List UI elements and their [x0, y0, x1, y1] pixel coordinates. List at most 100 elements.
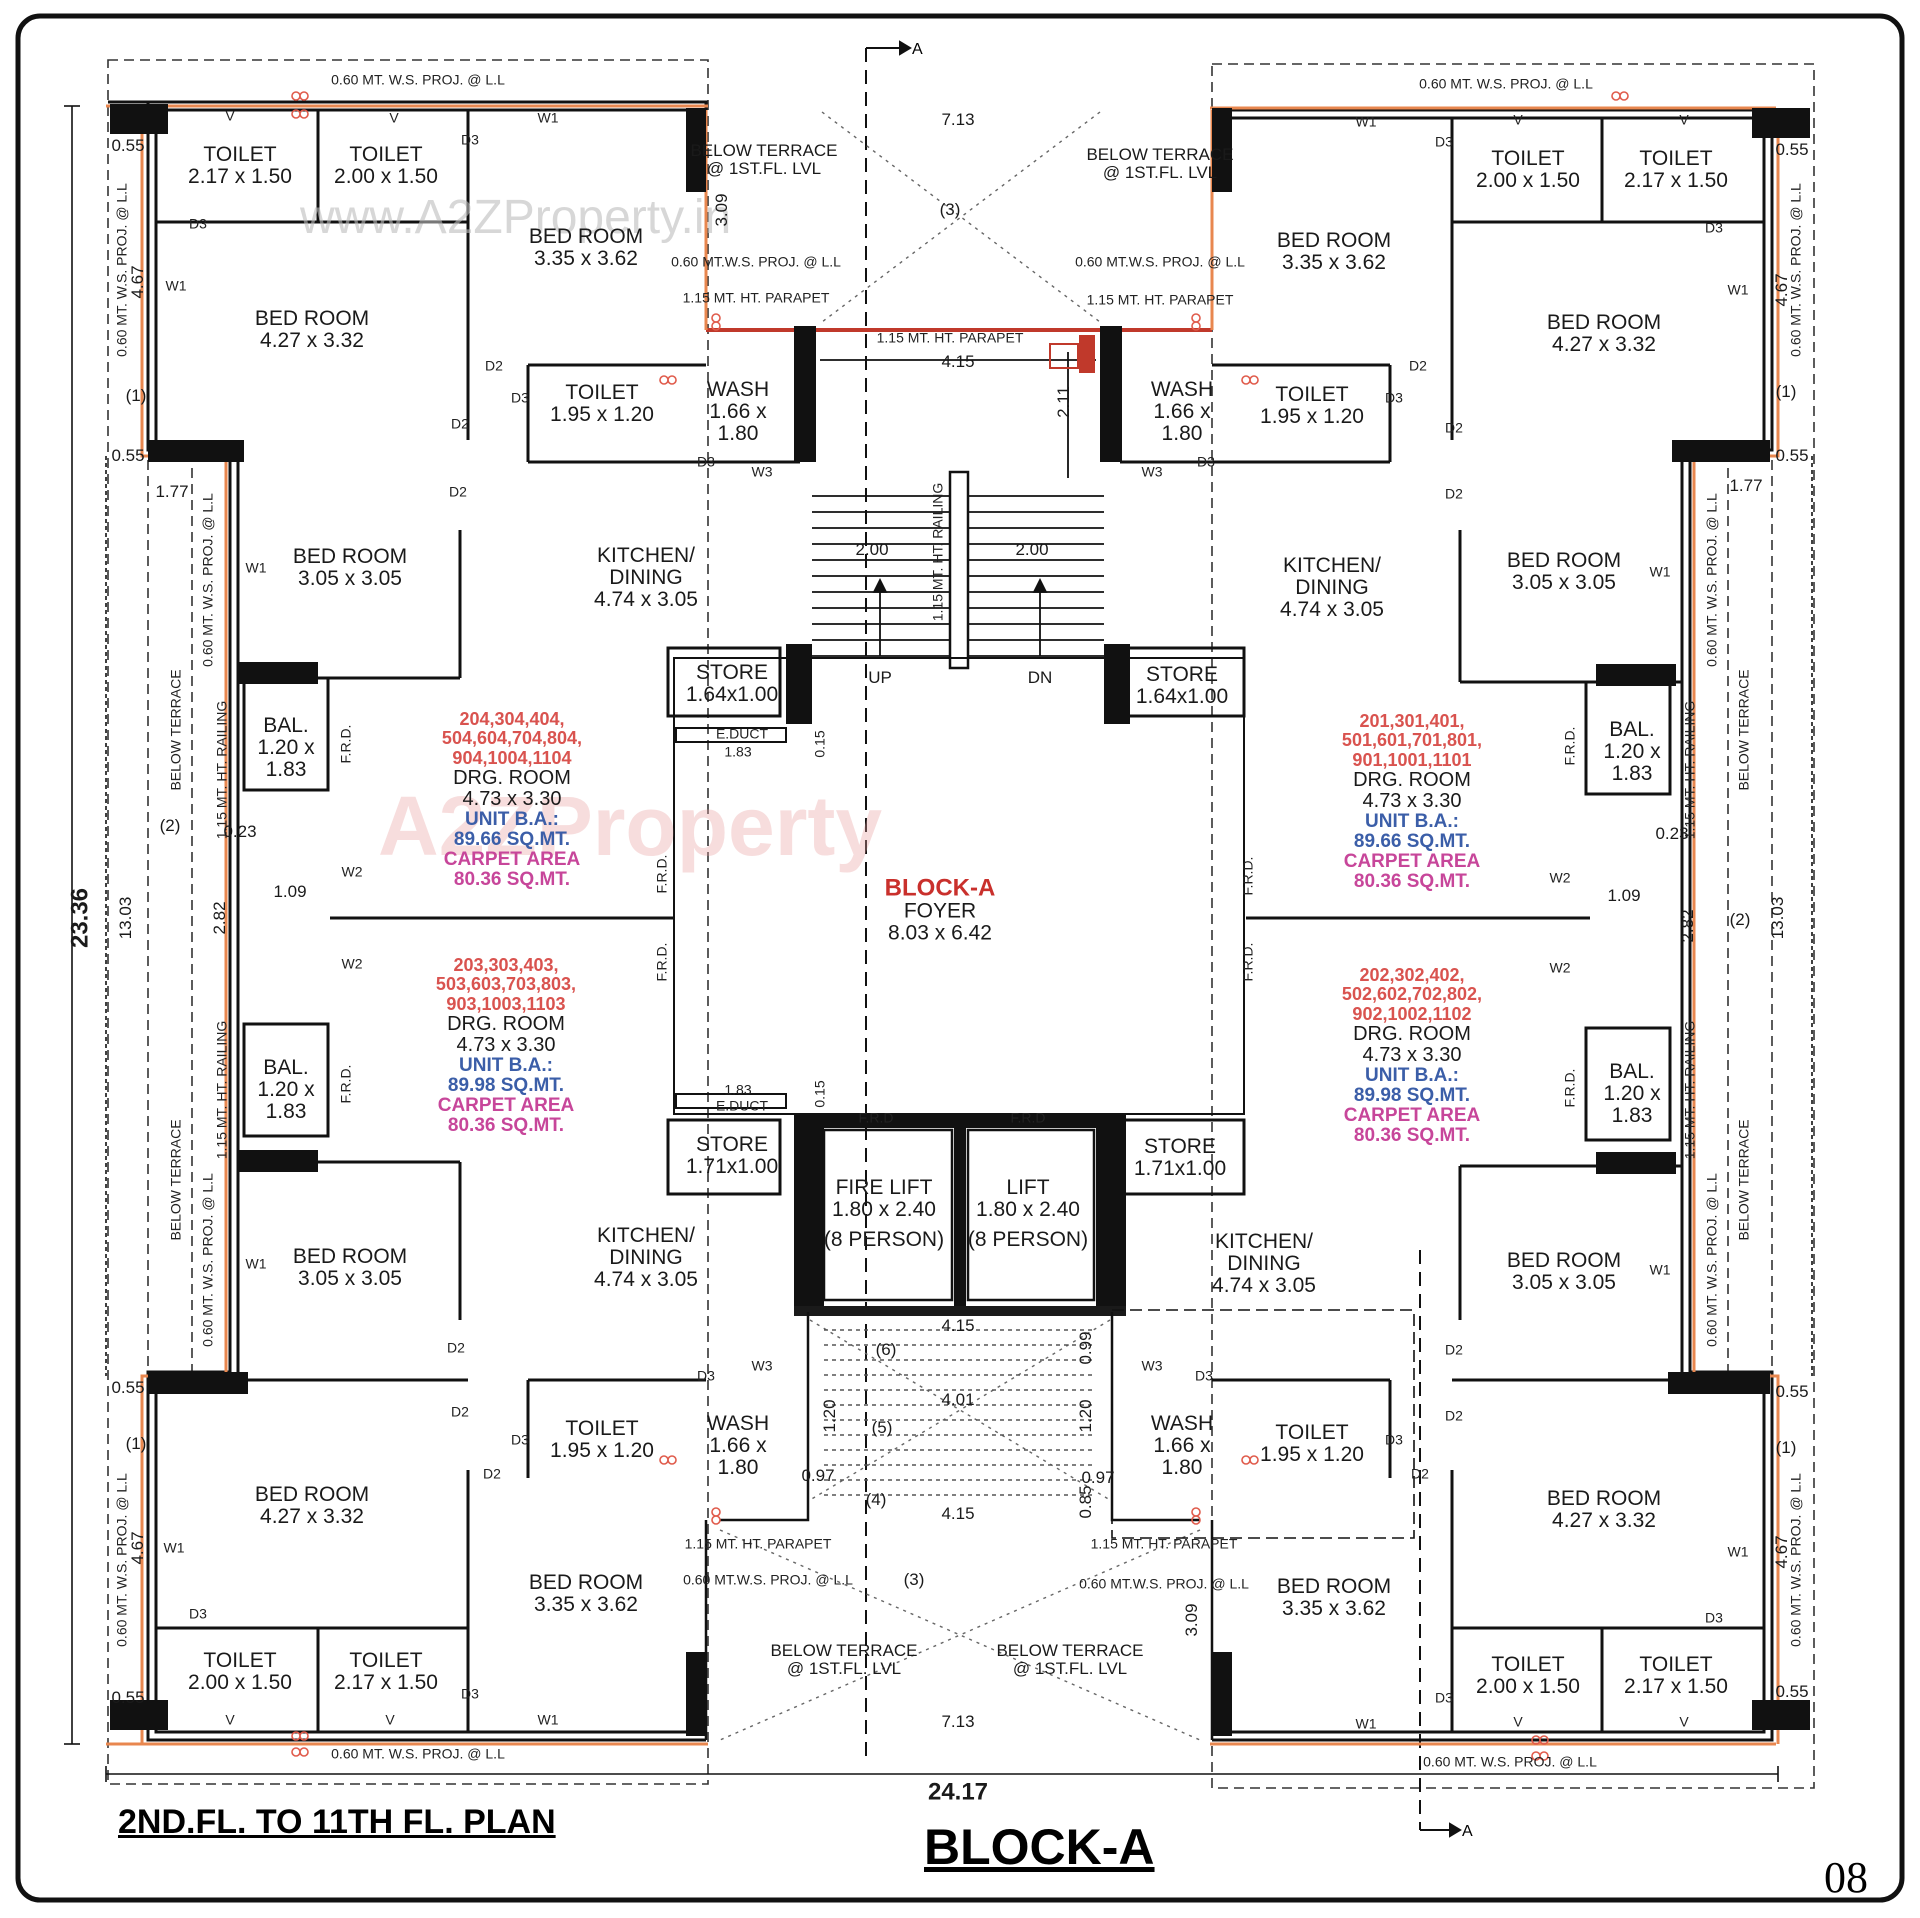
- terrace-proj-bl: 0.60 MT.W.S. PROJ. @ L.L: [683, 1571, 853, 1588]
- tag-d2-bl3: D2: [483, 1465, 501, 1482]
- tag-frd-core-right2: F.R.D.: [1239, 942, 1256, 982]
- tag-frd-tr: F.R.D.: [1561, 726, 1578, 766]
- tag-d3-tl: D3: [461, 131, 479, 148]
- ws-proj-top-left: 0.60 MT. W.S. PROJ. @ L.L: [331, 71, 505, 88]
- d-467-right-bottom: 4.67: [1772, 1535, 1792, 1569]
- d-467-left-bottom: 4.67: [128, 1531, 148, 1565]
- ws-proj-bottom-right: 0.60 MT. W.S. PROJ. @ L.L: [1423, 1753, 1597, 1770]
- tag-w2-tl: W2: [341, 863, 363, 880]
- terrace-hatch: [719, 111, 1201, 1741]
- inner-height-right: 13.03: [1768, 896, 1788, 940]
- bottom-gap: 7.13: [941, 1712, 975, 1732]
- tag-d3-bl4: D3: [461, 1685, 479, 1702]
- below-terrace-right-top: BELOW TERRACE: [1735, 669, 1752, 791]
- unit-info-bl: 203,303,403, 503,603,703,803, 903,1003,1…: [435, 954, 577, 1137]
- terrace-top-right: BELOW TERRACE@ 1ST.FL. LVL: [1086, 145, 1234, 182]
- tag-d3-br2: D3: [1385, 1431, 1403, 1448]
- tag-d2-br2: D2: [1445, 1407, 1463, 1424]
- core-side-dim-085: 0.85: [1076, 1485, 1096, 1519]
- tag-w1-bl2: W1: [163, 1539, 185, 1556]
- tag-w1-tl: W1: [537, 109, 559, 126]
- railing-left-bottom: 1.15 MT. HT. RAILING: [213, 1020, 230, 1160]
- tag-v-br2: V: [1679, 1713, 1689, 1730]
- tag-w1-tr: W1: [1355, 113, 1377, 130]
- terrace-proj-tl: 0.60 MT.W.S. PROJ. @ L.L: [671, 253, 841, 270]
- tag-frd-core-left1: F.R.D.: [653, 854, 670, 894]
- tag-d3-br3: D3: [1705, 1609, 1723, 1626]
- overall-width: 24.17: [927, 1778, 989, 1806]
- d-109-right: 1.09: [1607, 886, 1641, 906]
- d-023-right: 0.23: [1655, 824, 1689, 844]
- d-467-left-top: 4.67: [128, 265, 148, 299]
- terrace-depth-br: 3.09: [1182, 1603, 1202, 1637]
- tag-w1-tr3: W1: [1649, 563, 1671, 580]
- tag-frd-tl: F.R.D.: [337, 724, 354, 764]
- d-055-right-mid2: 0.55: [1775, 1382, 1809, 1402]
- core-top-number: (3): [939, 200, 961, 220]
- core-stair-width: 4.15: [941, 352, 975, 372]
- tag-d2-tl: D2: [485, 357, 503, 374]
- tag-frd-br: F.R.D.: [1561, 1068, 1578, 1108]
- tag-frd-core-right1: F.R.D.: [1239, 856, 1256, 896]
- d-177-right: 1.77: [1729, 476, 1763, 496]
- d-282-right: 2.82: [1678, 909, 1698, 943]
- ws-proj-side-right-top: 0.60 MT. W.S. PROJ. @ L.L: [1787, 183, 1804, 357]
- d-055-right-mid1: 0.55: [1775, 446, 1809, 466]
- tag-v-tr2: V: [1679, 111, 1689, 128]
- tag-d2-bl: D2: [447, 1339, 465, 1356]
- terrace-proj-br: 0.60 MT.W.S. PROJ. @ L.L: [1079, 1575, 1249, 1592]
- d-023-left: 0.23: [223, 822, 257, 842]
- tag-w3-br: W3: [1141, 1357, 1163, 1374]
- lift-shafts: [822, 1128, 1096, 1302]
- tag-d3-bl3: D3: [189, 1605, 207, 1622]
- tag-w1-br3: W1: [1355, 1715, 1377, 1732]
- proj-left-mid-top: 0.60 MT. W.S. PROJ. @ L.L: [199, 493, 216, 667]
- tag-d2-tl3: D2: [449, 483, 467, 500]
- inner-height-left: 13.03: [116, 896, 136, 940]
- tag-d2-tr3: D2: [1445, 485, 1463, 502]
- tag-d2-tr2: D2: [1445, 419, 1463, 436]
- stair-top: [812, 352, 1104, 670]
- tag-v-tr: V: [1513, 111, 1523, 128]
- educt-bottom: E.DUCT: [715, 1097, 769, 1114]
- core-side-dim-097-right: 0.97: [1081, 1468, 1115, 1488]
- n2-left: (2): [159, 816, 181, 836]
- tag-d3-tl2: D3: [189, 215, 207, 232]
- tag-w2-tr: W2: [1549, 869, 1571, 886]
- tag-d3-br4: D3: [1435, 1689, 1453, 1706]
- d-467-right-top: 4.67: [1772, 273, 1792, 307]
- section-mark-bottom: A: [1462, 1823, 1473, 1840]
- window-markers: [291, 91, 1629, 1761]
- railing-right-bottom: 1.15 MT. HT. RAILING: [1681, 1020, 1698, 1160]
- tag-v-tl2: V: [389, 109, 399, 126]
- tag-w1-bl3: W1: [537, 1711, 559, 1728]
- d-055-right-top: 0.55: [1775, 140, 1809, 160]
- below-terrace-left-bottom: BELOW TERRACE: [167, 1119, 184, 1241]
- educt-top-depth: 0.15: [811, 730, 828, 758]
- core-side-dim-097-left: 0.97: [801, 1466, 835, 1486]
- tag-w1-tl2: W1: [165, 277, 187, 294]
- tag-d3-tr2: D3: [1705, 219, 1723, 236]
- tag-w1-tr2: W1: [1727, 281, 1749, 298]
- railing-right-top: 1.15 MT. HT. RAILING: [1681, 700, 1698, 840]
- n1-right-top: (1): [1775, 382, 1797, 402]
- proj-right-mid-top: 0.60 MT. W.S. PROJ. @ L.L: [1703, 493, 1720, 667]
- d-055-left-top: 0.55: [111, 136, 145, 156]
